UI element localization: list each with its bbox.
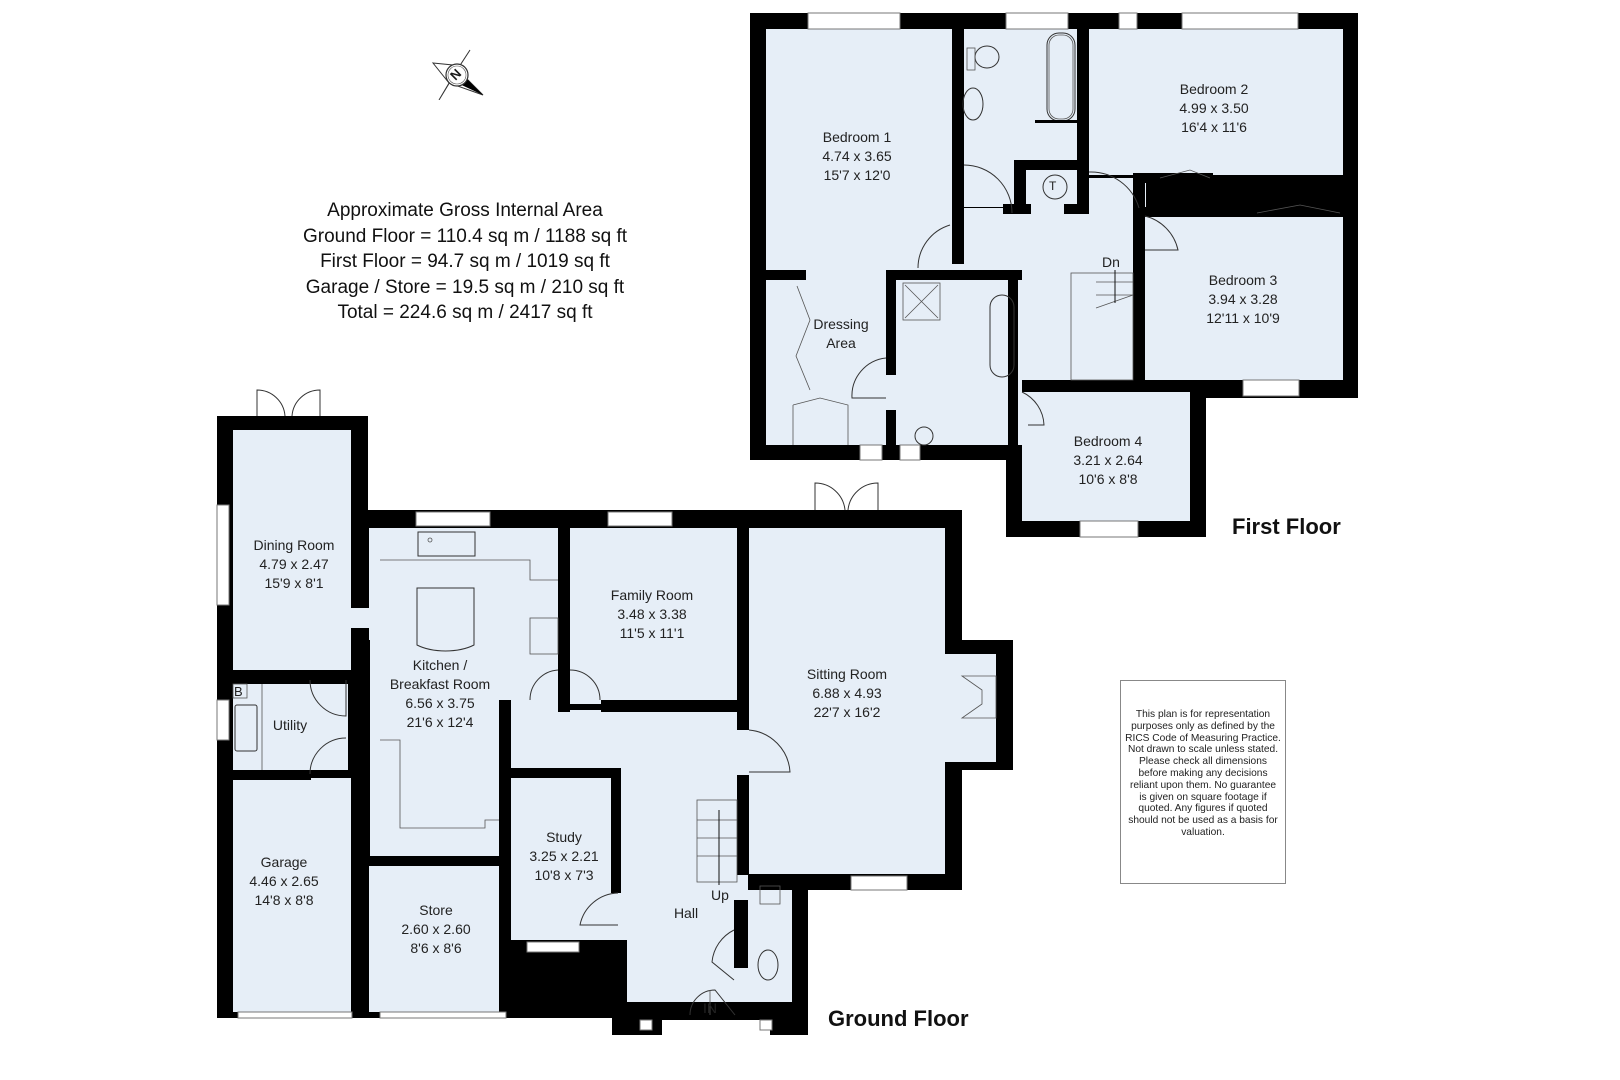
room-imperial: 15'7 x 12'0: [823, 167, 891, 183]
garage-area: [233, 778, 353, 1012]
room-imperial: 14'8 x 8'8: [254, 892, 314, 908]
room-name: Kitchen /: [412, 657, 468, 673]
room-metric: 2.60 x 2.60: [401, 921, 471, 937]
room-name: Bedroom 4: [1073, 433, 1143, 449]
room-metric: 4.79 x 2.47: [259, 556, 329, 572]
hall-area: [509, 710, 748, 1002]
room-name: Dressing: [813, 316, 869, 332]
room-metric: 3.48 x 3.38: [617, 606, 687, 622]
room-name: Dining Room: [253, 537, 335, 553]
room-imperial: 8'6 x 8'6: [410, 940, 462, 956]
room-metric: 3.94 x 3.28: [1208, 291, 1278, 307]
room-metric: 6.88 x 4.93: [812, 685, 882, 701]
room-label-bedroom-2: Bedroom 2 4.99 x 3.50 16'4 x 11'6: [1179, 80, 1248, 137]
room-label-kitchen: Kitchen / Breakfast Room 6.56 x 3.75 21'…: [390, 656, 490, 732]
landing-area: [952, 208, 1146, 445]
room-label-family-room: Family Room 3.48 x 3.38 11'5 x 11'1: [611, 586, 693, 643]
utility-area: [233, 684, 348, 770]
area-title: Approximate Gross Internal Area: [327, 200, 603, 221]
store-area: [368, 866, 508, 1012]
room-label-garage: Garage 4.46 x 2.65 14'8 x 8'8: [249, 853, 318, 910]
bedroom-2-area: [1089, 29, 1343, 175]
ensuite-area: [900, 280, 1015, 445]
room-metric: 6.56 x 3.75: [405, 695, 475, 711]
room-name: Hall: [673, 905, 699, 921]
floor-plan-drawing: [216, 12, 1358, 1035]
room-imperial: 10'8 x 7'3: [534, 867, 594, 883]
stairs-up-label: Up: [711, 887, 729, 903]
room-name-line2: Breakfast Room: [389, 676, 491, 692]
north-compass-icon: N: [425, 45, 485, 101]
room-metric: 3.21 x 2.64: [1073, 452, 1143, 468]
first-floor-plan: [750, 12, 1358, 538]
area-ground-floor: Ground Floor = 110.4 sq m / 1188 sq ft: [302, 225, 628, 247]
room-label-study: Study 3.25 x 2.21 10'8 x 7'3: [529, 828, 598, 885]
room-imperial: 16'4 x 11'6: [1181, 119, 1247, 135]
first-floor-title: First Floor: [1232, 514, 1341, 539]
room-label-sitting-room: Sitting Room 6.88 x 4.93 22'7 x 16'2: [807, 665, 887, 722]
room-name: Family Room: [610, 587, 694, 603]
room-label-utility: Utility: [273, 716, 307, 735]
gross-internal-area: Approximate Gross Internal Area Ground F…: [303, 198, 627, 326]
tank-label: T: [1049, 179, 1057, 193]
room-name: Bedroom 2: [1179, 81, 1249, 97]
room-name: Bedroom 3: [1208, 272, 1278, 288]
room-imperial: 10'6 x 8'8: [1078, 471, 1138, 487]
room-name: Garage: [260, 854, 308, 870]
room-name: Sitting Room: [806, 666, 888, 682]
room-name: Utility: [272, 717, 308, 733]
room-label-bedroom-1: Bedroom 1 4.74 x 3.65 15'7 x 12'0: [822, 128, 891, 185]
area-first-floor: First Floor = 94.7 sq m / 1019 sq ft: [320, 251, 610, 272]
room-label-store: Store 2.60 x 2.60 8'6 x 8'6: [401, 901, 470, 958]
room-name: Store: [419, 902, 453, 918]
room-imperial: 15'9 x 8'1: [264, 575, 324, 591]
ground-floor-title: Ground Floor: [828, 1006, 969, 1031]
entrance-label: IN: [703, 1000, 717, 1016]
study-area: [509, 778, 618, 940]
area-garage-store: Garage / Store = 19.5 sq m / 210 sq ft: [305, 276, 625, 298]
room-imperial: 22'7 x 16'2: [813, 704, 881, 720]
disclaimer-text: This plan is for representation purposes…: [1125, 709, 1281, 838]
wc-area: [748, 890, 792, 1002]
room-metric: 4.74 x 3.65: [822, 148, 892, 164]
room-imperial: 12'11 x 10'9: [1206, 310, 1280, 326]
room-label-hall: Hall: [674, 904, 698, 923]
dining-room-area: [233, 430, 351, 670]
area-total: Total = 224.6 sq m / 2417 sq ft: [337, 302, 593, 323]
bedroom-3-area: [1146, 214, 1343, 380]
room-name: Bedroom 1: [822, 129, 892, 145]
room-metric: 3.25 x 2.21: [529, 848, 599, 864]
room-label-dining-room: Dining Room 4.79 x 2.47 15'9 x 8'1: [254, 536, 335, 593]
stairs-down-label: Dn: [1102, 254, 1120, 270]
disclaimer-box: This plan is for representation purposes…: [1120, 680, 1286, 884]
room-metric: 4.99 x 3.50: [1179, 100, 1249, 116]
family-room-area: [570, 528, 737, 704]
room-name: Study: [546, 829, 582, 845]
room-metric: 4.46 x 2.65: [249, 873, 319, 889]
room-label-dressing-area: Dressing Area: [813, 315, 868, 353]
room-name-line2: Area: [826, 335, 856, 351]
room-label-bedroom-3: Bedroom 3 3.94 x 3.28 12'11 x 10'9: [1206, 271, 1280, 328]
room-imperial: 21'6 x 12'4: [406, 714, 474, 730]
dressing-area: [766, 274, 893, 445]
bedroom-4-area: [1022, 392, 1190, 521]
ground-floor-plan: [216, 389, 1013, 1035]
room-imperial: 11'5 x 11'1: [619, 625, 685, 641]
sitting-room-area: [748, 528, 945, 874]
boiler-label: B: [234, 684, 243, 699]
room-label-bedroom-4: Bedroom 4 3.21 x 2.64 10'6 x 8'8: [1073, 432, 1142, 489]
fireplace-recess: [936, 654, 996, 762]
